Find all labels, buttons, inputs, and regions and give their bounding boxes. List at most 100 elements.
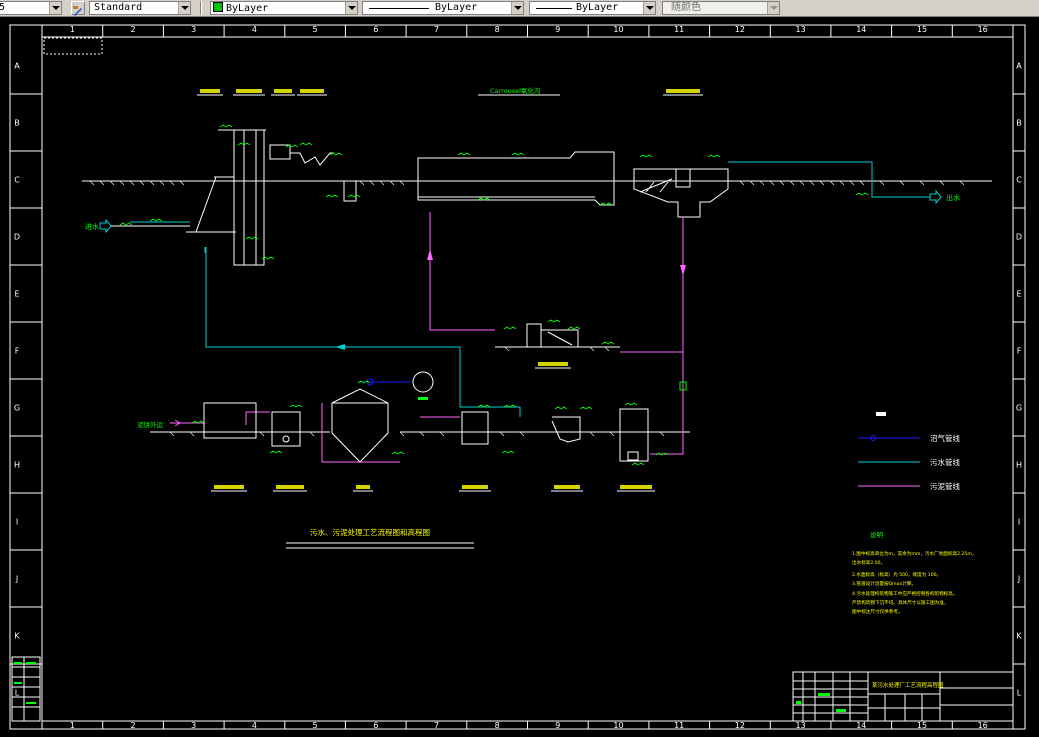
elevation-marker bbox=[237, 142, 251, 146]
row-ref-right: G bbox=[1016, 404, 1022, 413]
elevation-marker bbox=[269, 450, 283, 454]
lineweight-value: ByLayer bbox=[576, 2, 619, 13]
chevron-down-icon[interactable] bbox=[49, 2, 61, 14]
chevron-down-icon[interactable] bbox=[345, 2, 357, 14]
elevation-marker bbox=[554, 406, 568, 410]
title-block-name: 某污水处理厂工艺流程高程图 bbox=[872, 681, 944, 689]
lineweight-control-dropdown[interactable]: ByLayer bbox=[529, 1, 656, 15]
column-ref-bottom: 13 bbox=[796, 721, 806, 730]
row-ref-right: L bbox=[1017, 689, 1022, 698]
chevron-down-icon[interactable] bbox=[178, 2, 190, 14]
elevation-marker bbox=[219, 124, 233, 128]
column-ref-top: 12 bbox=[735, 25, 745, 34]
column-ref-bottom: 10 bbox=[613, 721, 623, 730]
column-ref-top: 3 bbox=[191, 25, 196, 34]
elevation-marker bbox=[599, 202, 613, 206]
elevation-marker bbox=[501, 450, 515, 454]
note-line: 图中标注尺寸仅供参考。 bbox=[852, 608, 903, 615]
row-ref-left: H bbox=[14, 461, 20, 470]
row-ref-right: D bbox=[1016, 233, 1022, 242]
elevation-marker bbox=[477, 197, 491, 201]
corner-box bbox=[43, 37, 103, 55]
text-style-icon bbox=[73, 6, 82, 16]
column-ref-bottom: 6 bbox=[373, 721, 378, 730]
legend: 沼气管线 污水管线 污泥管线 bbox=[858, 433, 960, 491]
column-ref-bottom: 16 bbox=[978, 721, 988, 730]
column-ref-top: 8 bbox=[495, 25, 500, 34]
elevation-marker bbox=[567, 326, 581, 330]
column-ref-top: 4 bbox=[252, 25, 257, 34]
chevron-down-icon[interactable] bbox=[767, 2, 779, 14]
structure-label bbox=[620, 485, 652, 489]
note-line: 2.水面标高（标高）为 500，坡度为 100。 bbox=[852, 571, 941, 578]
plot-style-control-dropdown[interactable]: 随颜色 bbox=[662, 1, 780, 15]
row-ref-right: E bbox=[1016, 290, 1021, 299]
row-ref-left: J bbox=[15, 575, 18, 584]
column-ref-bottom: 7 bbox=[434, 721, 439, 730]
toolbar-separator bbox=[200, 1, 202, 15]
legend-water-label: 污水管线 bbox=[930, 457, 960, 467]
elevation-markers bbox=[119, 124, 869, 466]
column-ref-bottom: 12 bbox=[735, 721, 745, 730]
chevron-down-icon[interactable] bbox=[511, 2, 523, 14]
lineweight-preview bbox=[536, 8, 572, 9]
outlet-label: 出水 bbox=[946, 193, 960, 202]
row-ref-right: I bbox=[1018, 518, 1020, 527]
elevation-marker bbox=[245, 236, 259, 240]
column-ref-top: 7 bbox=[434, 25, 439, 34]
fine-screen-and-grit-chamber bbox=[269, 144, 357, 202]
cad-drawing-canvas[interactable]: 1122334455667788991010111112121313141415… bbox=[0, 17, 1039, 737]
note-line: 3.管道设计流量按Qmax计算。 bbox=[852, 580, 916, 587]
row-ref-right: J bbox=[1017, 575, 1020, 584]
row-ref-right: A bbox=[1016, 62, 1022, 71]
water-pipelines bbox=[204, 161, 930, 417]
column-ref-top: 1 bbox=[70, 25, 75, 34]
column-ref-top: 10 bbox=[613, 25, 623, 34]
structure-label bbox=[300, 89, 324, 93]
row-ref-left: D bbox=[14, 233, 20, 242]
color-swatch bbox=[213, 2, 223, 12]
inlet-label: 进水 bbox=[85, 222, 99, 231]
flow-arrow-icon bbox=[335, 344, 345, 350]
column-reference-labels: 1122334455667788991010111112121313141415… bbox=[70, 25, 988, 730]
text-style-dropdown[interactable]: Standard bbox=[89, 1, 191, 15]
color-control-dropdown[interactable]: ByLayer bbox=[210, 1, 358, 15]
elevation-marker bbox=[391, 451, 405, 455]
column-ref-bottom: 2 bbox=[130, 721, 135, 730]
legend-sludge-label: 污泥管线 bbox=[930, 481, 960, 491]
chevron-down-icon[interactable] bbox=[643, 2, 655, 14]
row-ref-left: B bbox=[14, 119, 20, 128]
note-line: 1.图中标高单位为m，其余为mm，污水厂地面标高2.25m， bbox=[852, 550, 976, 557]
notes: 1.图中标高单位为m，其余为mm，污水厂地面标高2.25m， 出水标高2.00。… bbox=[852, 550, 976, 615]
sludge-pipelines bbox=[170, 212, 684, 463]
column-ref-bottom: 4 bbox=[252, 721, 257, 730]
linetype-control-dropdown[interactable]: ByLayer bbox=[362, 1, 524, 15]
sludge-pump-mark bbox=[679, 381, 687, 391]
elevation-marker bbox=[503, 404, 517, 408]
elevation-marker bbox=[547, 319, 561, 323]
properties-toolbar: 5 Standard ByLayer ByLayer ByLayer 随颜色 bbox=[0, 0, 1039, 17]
sludge-outlet-icon bbox=[174, 419, 181, 427]
linetype-value: ByLayer bbox=[435, 2, 478, 13]
column-ref-bottom: 3 bbox=[191, 721, 196, 730]
inlet-arrow-icon bbox=[99, 218, 190, 234]
column-ref-bottom: 14 bbox=[856, 721, 866, 730]
text-style-manager-button[interactable] bbox=[71, 1, 85, 16]
row-ref-left: A bbox=[14, 62, 20, 71]
legend-marker bbox=[876, 412, 886, 416]
column-ref-top: 14 bbox=[856, 25, 866, 34]
elevation-marker bbox=[477, 404, 491, 408]
coarse-screen-and-pump bbox=[186, 129, 266, 266]
plot-style-value: 随颜色 bbox=[671, 2, 701, 13]
biogas-holder bbox=[360, 371, 434, 400]
ground-lines bbox=[82, 180, 992, 433]
structure-label bbox=[200, 89, 220, 93]
flow-arrow-icon bbox=[680, 265, 686, 276]
revision-stamp-table bbox=[11, 656, 41, 722]
dimension-style-dropdown[interactable]: 5 bbox=[0, 1, 62, 15]
row-ref-right: H bbox=[1016, 461, 1022, 470]
inner-frame bbox=[41, 36, 1014, 722]
structure-label bbox=[274, 89, 292, 93]
elevation-marker bbox=[855, 192, 869, 196]
legend-gas-symbol bbox=[870, 435, 876, 441]
